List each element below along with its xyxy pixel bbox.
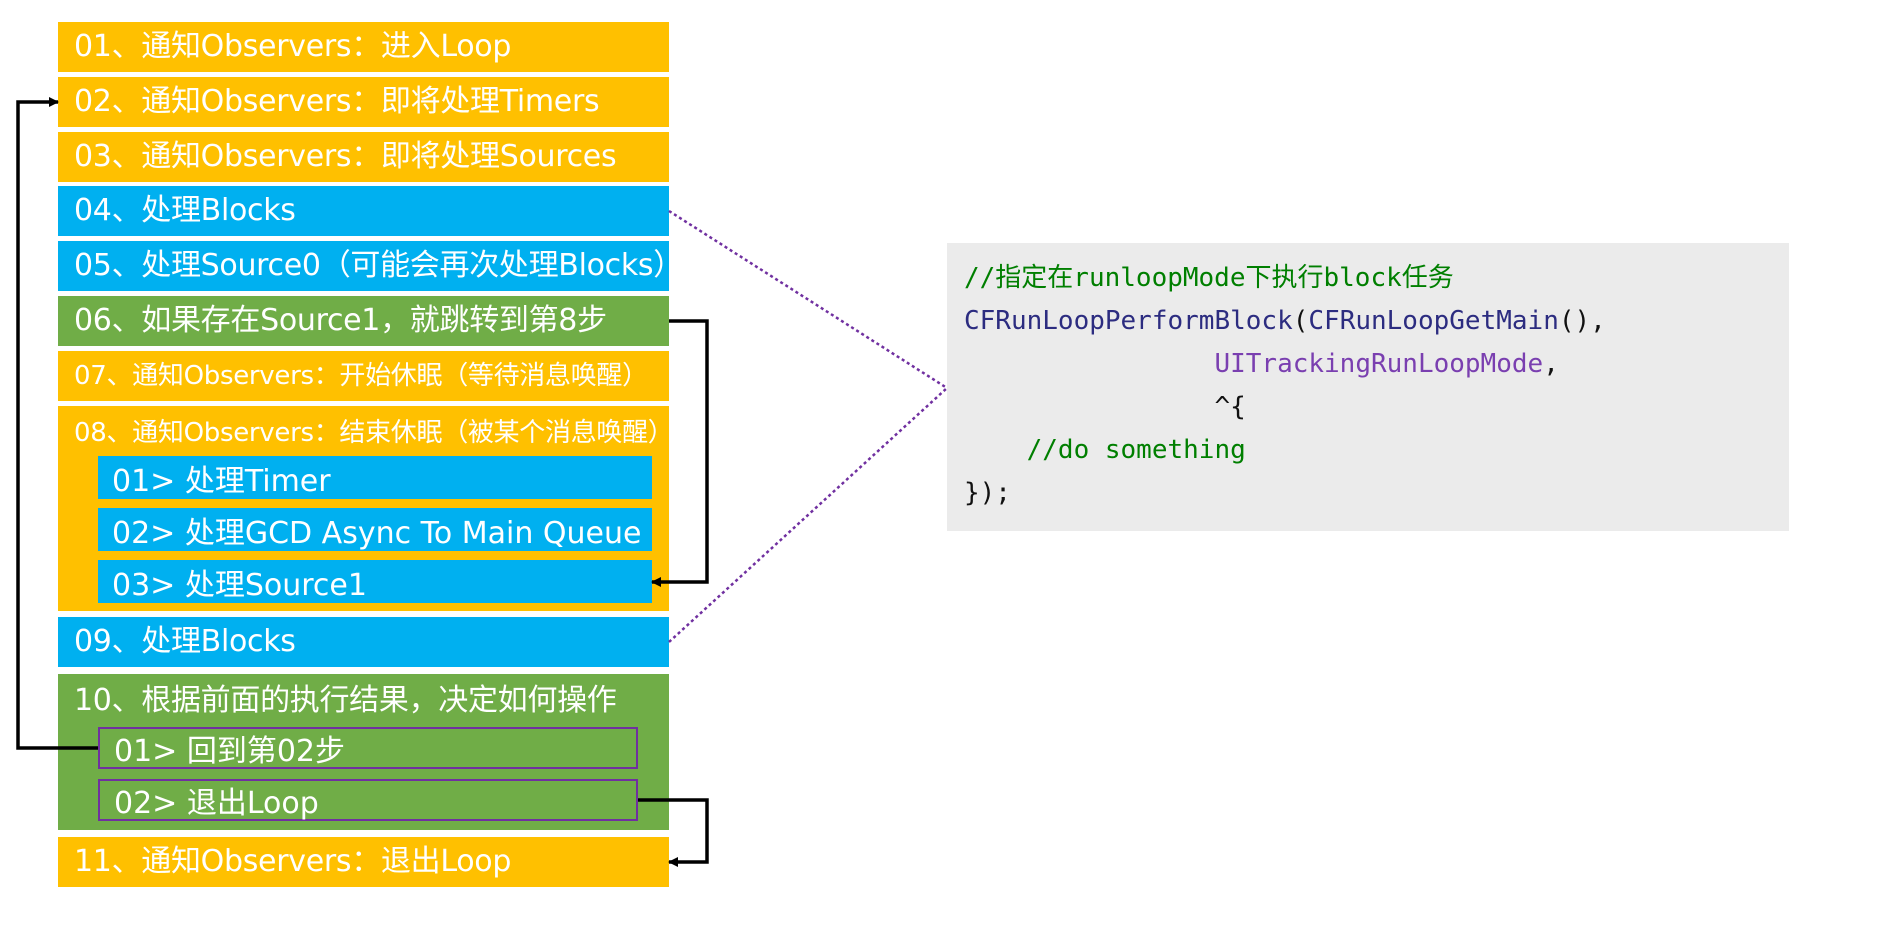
code-mode-arg: UITrackingRunLoopMode — [1214, 349, 1544, 379]
step-07: 07、通知Observers：开始休眠（等待消息唤醒） — [58, 351, 669, 401]
code-block: //指定在runloopMode下执行block任务 CFRunLoopPerf… — [964, 257, 1606, 515]
step-05: 05、处理Source0（可能会再次处理Blocks） — [58, 241, 683, 291]
step-10-label: 10、根据前面的执行结果，决定如何操作 — [74, 683, 617, 718]
code-block-open: ^{ — [964, 392, 1246, 422]
code-panel: //指定在runloopMode下执行block任务 CFRunLoopPerf… — [947, 243, 1789, 531]
code-comment-line: //指定在runloopMode下执行block任务 — [964, 263, 1454, 293]
step-06: 06、如果存在Source1，就跳转到第8步 — [58, 296, 669, 346]
dotted-link-step09 — [668, 387, 948, 643]
step-02: 02、通知Observers：即将处理Timers — [58, 77, 669, 127]
jump-to-step8-arrow — [651, 319, 709, 587]
dotted-link-step04 — [668, 209, 948, 390]
step-08-label: 08、通知Observers：结束休眠（被某个消息唤醒） — [74, 418, 674, 448]
code-block-close: }); — [964, 478, 1011, 508]
step-08-sub-source1: 03> 处理Source1 — [98, 560, 652, 603]
step-03: 03、通知Observers：即将处理Sources — [58, 132, 669, 182]
step-04: 04、处理Blocks — [58, 186, 669, 236]
code-paren: ( — [1292, 306, 1309, 336]
step-01: 01、通知Observers：进入Loop — [58, 22, 669, 72]
step-08-sub-timer: 01> 处理Timer — [98, 456, 652, 499]
step-11: 11、通知Observers：退出Loop — [58, 837, 669, 887]
loop-back-arrow — [16, 97, 98, 750]
step-10-sub-goto02: 01> 回到第02步 — [98, 727, 638, 769]
exit-loop-arrow — [638, 798, 709, 867]
code-function-arg: CFRunLoopGetMain — [1308, 306, 1559, 336]
code-call-end: (), — [1558, 306, 1606, 336]
step-08-sub-gcd: 02> 处理GCD Async To Main Queue — [98, 508, 652, 551]
step-09: 09、处理Blocks — [58, 617, 669, 667]
code-comma: , — [1543, 349, 1559, 379]
code-body-comment: //do something — [964, 435, 1246, 465]
code-function-name: CFRunLoopPerformBlock — [964, 306, 1293, 336]
step-10-sub-exit: 02> 退出Loop — [98, 779, 638, 821]
